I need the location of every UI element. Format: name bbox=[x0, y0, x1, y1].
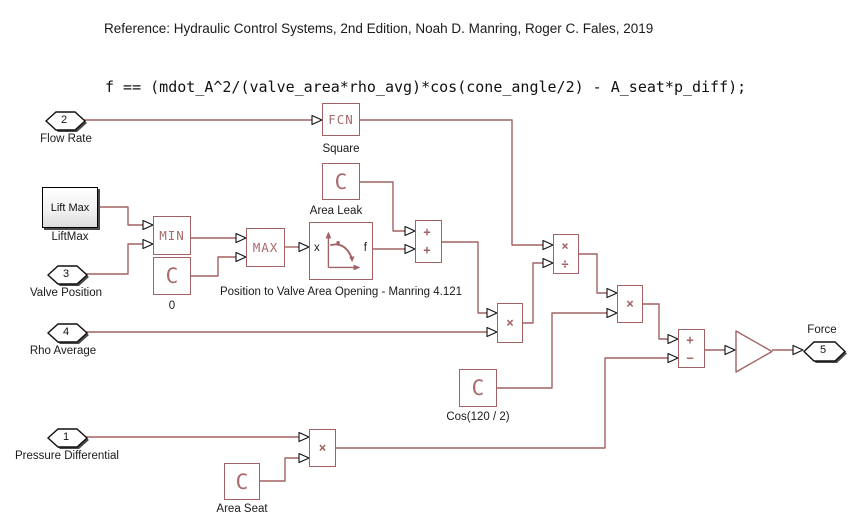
square-fcn-block[interactable]: FCN bbox=[322, 103, 360, 136]
plus-sign: + bbox=[423, 225, 431, 239]
port-hexagon bbox=[46, 265, 89, 285]
wire-square-to-divide[interactable] bbox=[360, 119, 543, 246]
wire-valveposition-to-min[interactable] bbox=[83, 243, 143, 275]
liftmax-block-label: LiftMax bbox=[51, 231, 89, 243]
multiply-sign: × bbox=[561, 239, 569, 253]
arrowhead-icon bbox=[404, 225, 416, 237]
arrowhead-icon bbox=[142, 238, 154, 250]
constant-glyph: C bbox=[471, 376, 485, 400]
max-glyph: MAX bbox=[252, 240, 279, 255]
valve-area-lookup-block[interactable]: x f bbox=[309, 222, 373, 280]
arrowhead-icon bbox=[142, 219, 154, 231]
wire-productpressure-to-sumforce[interactable] bbox=[336, 357, 668, 449]
equation-annotation: f == (mdot_A^2/(valve_area*rho_avg)*cos(… bbox=[105, 78, 747, 96]
constant-glyph: C bbox=[235, 469, 249, 494]
wire-productcos-to-sumforce[interactable] bbox=[643, 303, 668, 340]
sum-leak-block[interactable]: + + bbox=[415, 220, 442, 263]
arrowhead-icon bbox=[486, 326, 498, 338]
constant-glyph: C bbox=[334, 169, 348, 194]
wire-sumleak-to-productrho[interactable] bbox=[442, 241, 487, 314]
reference-annotation: Reference: Hydraulic Control Systems, 2n… bbox=[104, 21, 654, 36]
plus-sign: + bbox=[423, 243, 431, 257]
min-glyph: MIN bbox=[159, 228, 185, 243]
port-label-valve-position: Valve Position bbox=[29, 287, 103, 299]
constant-glyph: C bbox=[165, 264, 179, 288]
port-label-force: Force bbox=[807, 324, 837, 336]
minus-sign: − bbox=[686, 351, 694, 365]
port-hexagon bbox=[44, 111, 87, 131]
wire-zero-to-max[interactable] bbox=[191, 256, 236, 277]
cos-constant-block[interactable]: C bbox=[459, 369, 497, 407]
arrowhead-icon bbox=[298, 431, 310, 443]
multiply-sign: × bbox=[318, 440, 327, 456]
lookup-curve-icon bbox=[325, 231, 361, 271]
min-block[interactable]: MIN bbox=[153, 216, 191, 255]
divide-sign: ÷ bbox=[561, 257, 569, 271]
liftmax-subsystem-block[interactable]: Lift Max bbox=[42, 187, 98, 228]
sum-force-block[interactable]: + − bbox=[678, 329, 705, 368]
wire-arealeak-to-sumleak[interactable] bbox=[360, 181, 405, 232]
lookup-block-label: Position to Valve Area Opening - Manring… bbox=[219, 286, 463, 298]
multiply-sign: × bbox=[626, 296, 634, 312]
port-number: 3 bbox=[62, 268, 70, 280]
multiply-sign: × bbox=[506, 315, 514, 331]
area-seat-constant-block[interactable]: C bbox=[224, 463, 260, 500]
arrowhead-icon bbox=[724, 344, 736, 356]
liftmax-block-text: Lift Max bbox=[50, 201, 90, 214]
area-leak-constant-block[interactable]: C bbox=[322, 163, 360, 200]
arrowhead-icon bbox=[667, 352, 679, 364]
inport-flow-rate[interactable]: 2 bbox=[44, 111, 87, 132]
arrowhead-icon bbox=[542, 239, 554, 251]
arrowhead-icon bbox=[792, 344, 804, 356]
arrowhead-icon bbox=[404, 243, 416, 255]
arrowhead-icon bbox=[667, 333, 679, 345]
area-leak-block-label: Area Leak bbox=[309, 205, 363, 217]
port-number: 2 bbox=[60, 114, 68, 126]
square-block-label: Square bbox=[322, 143, 360, 155]
port-label-flow-rate: Flow Rate bbox=[40, 133, 92, 145]
arrowhead-icon bbox=[235, 251, 247, 263]
gain-block[interactable] bbox=[735, 330, 774, 374]
port-number: 5 bbox=[819, 344, 827, 356]
wire-divide-to-productcos[interactable] bbox=[579, 253, 607, 294]
zero-block-label: 0 bbox=[168, 300, 176, 312]
port-label-pressure-differential: Pressure Differential bbox=[15, 450, 119, 462]
port-hexagon bbox=[802, 341, 847, 362]
inport-rho-average[interactable]: 4 bbox=[46, 323, 89, 344]
arrowhead-icon bbox=[298, 452, 310, 464]
outport-force[interactable]: 5 bbox=[802, 341, 847, 363]
port-hexagon bbox=[46, 323, 89, 343]
lookup-output-label: f bbox=[363, 242, 367, 254]
arrowhead-icon bbox=[606, 287, 618, 299]
area-seat-block-label: Area Seat bbox=[216, 503, 268, 515]
divide-block[interactable]: × ÷ bbox=[553, 234, 579, 274]
wire-cosconst-to-productcos[interactable] bbox=[497, 312, 607, 389]
plus-sign: + bbox=[686, 333, 694, 347]
arrowhead-icon bbox=[298, 241, 310, 253]
lookup-input-label: x bbox=[314, 242, 320, 254]
inport-pressure-differential[interactable]: 1 bbox=[46, 428, 89, 449]
arrowhead-icon bbox=[486, 307, 498, 319]
wire-liftmax-to-min[interactable] bbox=[98, 206, 143, 226]
fcn-glyph: FCN bbox=[328, 112, 354, 127]
arrowhead-icon bbox=[542, 257, 554, 269]
product-pressure-block[interactable]: × bbox=[309, 429, 336, 467]
max-block[interactable]: MAX bbox=[246, 228, 285, 267]
port-number: 1 bbox=[62, 431, 70, 443]
port-hexagon bbox=[46, 428, 89, 448]
port-label-rho-average: Rho Average bbox=[29, 345, 97, 357]
arrowhead-icon bbox=[606, 307, 618, 319]
arrowhead-icon bbox=[235, 232, 247, 244]
product-cos-block[interactable]: × bbox=[617, 285, 643, 323]
port-number: 4 bbox=[62, 326, 70, 338]
wire-areaseat-to-productpressure[interactable] bbox=[260, 457, 299, 482]
wire-productrho-to-divide[interactable] bbox=[523, 262, 543, 324]
zero-constant-block[interactable]: C bbox=[153, 257, 191, 295]
cos-block-label: Cos(120 / 2) bbox=[446, 411, 510, 423]
arrowhead-icon bbox=[311, 114, 323, 126]
inport-valve-position[interactable]: 3 bbox=[46, 265, 89, 286]
product-rho-block[interactable]: × bbox=[497, 303, 523, 343]
